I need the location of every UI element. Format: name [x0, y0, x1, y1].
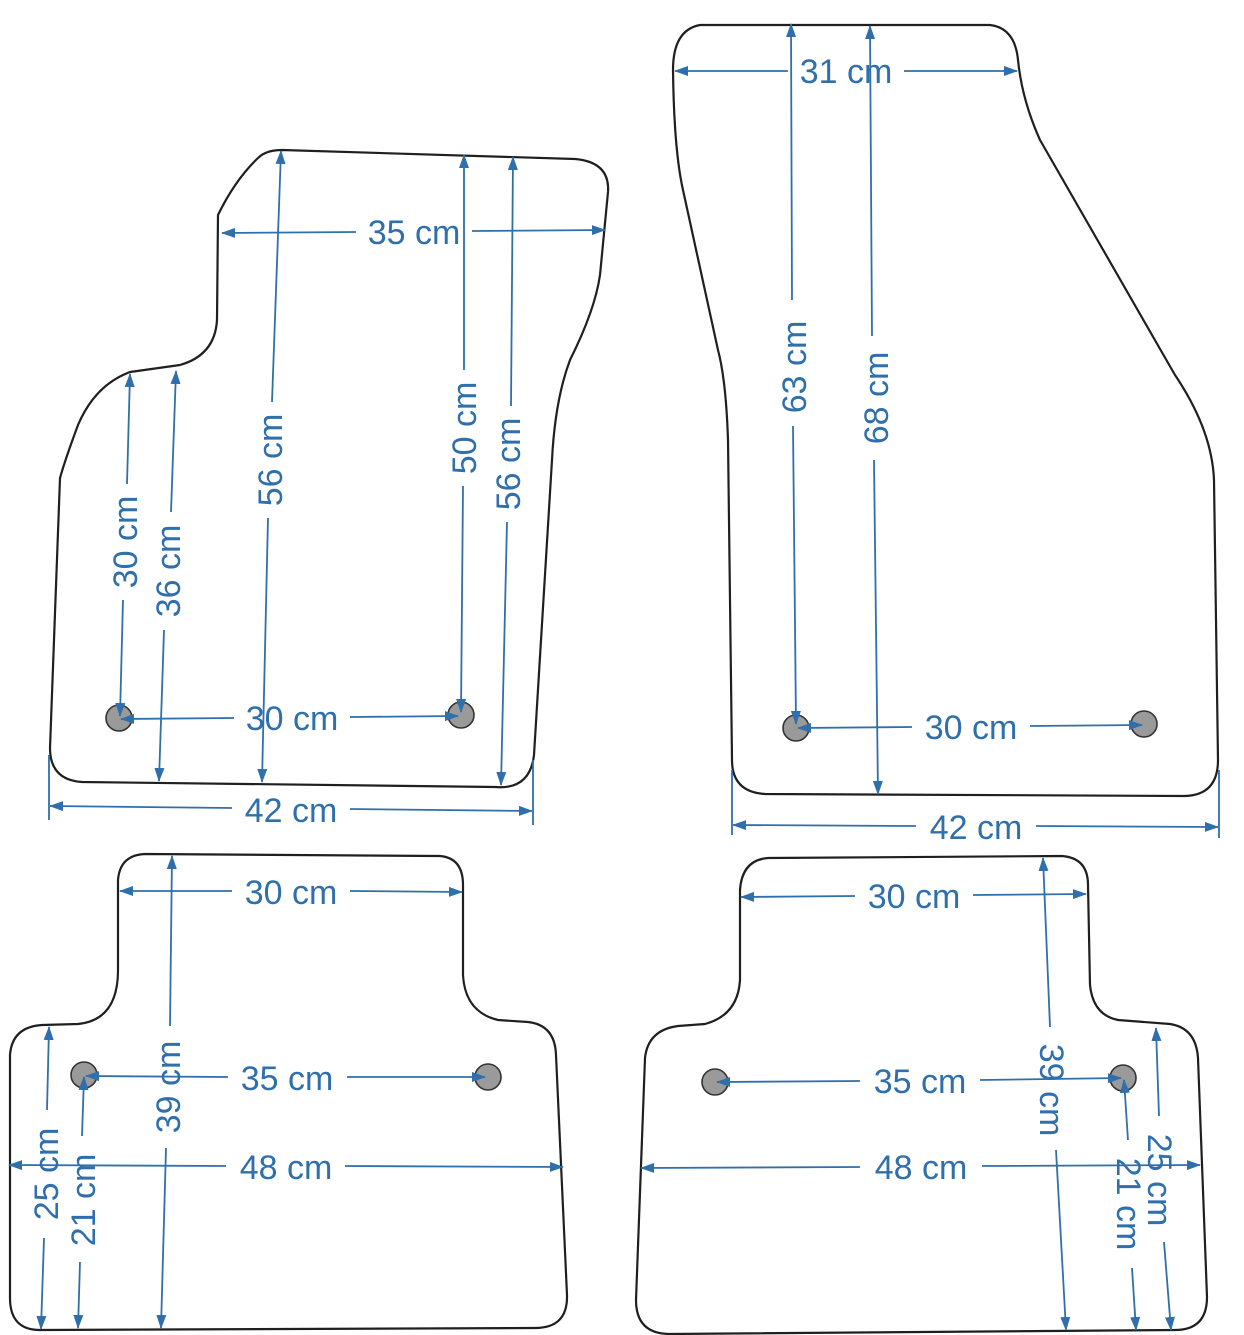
dim-rear-right-full-width-label: 48 cm [875, 1149, 968, 1187]
dim-rear-right-full-width: 48 cm [640, 1149, 1201, 1187]
dim-rear-right-side-outer-height-label: 25 cm [1140, 1134, 1178, 1227]
dim-front-left-top-width-label: 35 cm [368, 214, 461, 252]
dim-rear-left-top-width-label: 30 cm [245, 874, 338, 912]
mat-front-right-outline [671, 23, 1220, 798]
dim-front-left-right-outer-height: 56 cm [490, 156, 528, 786]
dim-front-right-bottom-width-label: 42 cm [930, 809, 1023, 847]
mat-front-left-outline [48, 148, 610, 789]
dim-rear-left-hole-spacing-label: 35 cm [241, 1060, 334, 1098]
dim-front-left-hole-spacing: 30 cm [120, 700, 459, 738]
dim-front-left-right-inner-height: 50 cm [446, 154, 484, 713]
mat-rear-right-outline [634, 854, 1209, 1335]
dim-rear-right-hole-spacing: 35 cm [716, 1063, 1122, 1101]
dim-rear-left-side-inner-height-label: 21 cm [65, 1154, 103, 1247]
dim-front-right-outer-height: 68 cm [858, 25, 896, 795]
dim-rear-left-full-width-label: 48 cm [240, 1149, 333, 1187]
dim-front-left-center-height-label: 56 cm [252, 414, 290, 507]
dim-front-left-left-outer-height-label: 36 cm [150, 525, 188, 618]
dim-front-left-bottom-width: 42 cm [48, 755, 534, 830]
dim-front-right-inner-height: 63 cm [776, 23, 814, 725]
dim-rear-left-side-outer-height-label: 25 cm [28, 1128, 66, 1221]
dim-rear-left-side-inner-height: 21 cm [65, 1076, 103, 1329]
dim-front-left-left-inner-height: 30 cm [107, 373, 145, 717]
mat-rear-right: 30 cm 35 cm 48 cm 39 cm 25 cm [634, 854, 1209, 1335]
mat-front-right: 31 cm 63 cm 68 cm 30 cm 42 cm [671, 23, 1220, 847]
dim-front-left-center-height: 56 cm [252, 150, 290, 783]
dim-rear-right-side-inner-height-label: 21 cm [1109, 1158, 1147, 1251]
dim-front-right-top-width: 31 cm [674, 53, 1018, 91]
dim-rear-left-top-width: 30 cm [119, 874, 463, 912]
dim-rear-right-total-height-label: 39 cm [1032, 1044, 1070, 1137]
dim-front-left-left-outer-height: 36 cm [150, 370, 188, 782]
mat-rear-left-outline [8, 852, 569, 1332]
dim-rear-right-top-width: 30 cm [740, 878, 1087, 916]
dim-rear-right-side-outer-height: 25 cm [1140, 1027, 1178, 1331]
dim-front-right-outer-height-label: 68 cm [858, 352, 896, 445]
dim-rear-left-side-outer-height: 25 cm [28, 1026, 66, 1330]
dim-rear-right-side-inner-height: 21 cm [1109, 1079, 1147, 1331]
dim-rear-left-total-height: 39 cm [150, 855, 188, 1329]
mat-rear-left: 30 cm 35 cm 48 cm 39 cm 25 cm [8, 852, 569, 1332]
dim-rear-right-total-height: 39 cm [1032, 857, 1071, 1331]
dim-front-right-inner-height-label: 63 cm [776, 321, 814, 414]
mat-front-right-hole-right [1130, 710, 1158, 738]
dim-front-left-right-outer-height-label: 56 cm [490, 418, 528, 511]
dim-front-left-top-width: 35 cm [221, 214, 606, 252]
dim-front-right-top-width-label: 31 cm [800, 53, 893, 91]
dim-front-left-bottom-width-label: 42 cm [245, 792, 338, 830]
mat-front-left: 35 cm 30 cm 42 cm 30 cm 36 cm [48, 148, 610, 830]
dim-rear-left-full-width: 48 cm [8, 1149, 564, 1187]
dim-front-right-hole-spacing-label: 30 cm [925, 709, 1018, 747]
dim-rear-right-top-width-label: 30 cm [868, 878, 961, 916]
dim-rear-left-hole-spacing: 35 cm [85, 1060, 486, 1098]
dim-front-right-hole-spacing: 30 cm [797, 709, 1143, 747]
dim-front-left-hole-spacing-label: 30 cm [246, 700, 339, 738]
mat-front-left-hole-left [105, 704, 133, 732]
dim-front-left-left-inner-height-label: 30 cm [107, 496, 145, 589]
dim-front-left-right-inner-height-label: 50 cm [446, 382, 484, 475]
dim-rear-right-hole-spacing-label: 35 cm [874, 1063, 967, 1101]
dim-rear-left-total-height-label: 39 cm [150, 1041, 188, 1134]
dim-front-right-bottom-width: 42 cm [731, 770, 1220, 847]
